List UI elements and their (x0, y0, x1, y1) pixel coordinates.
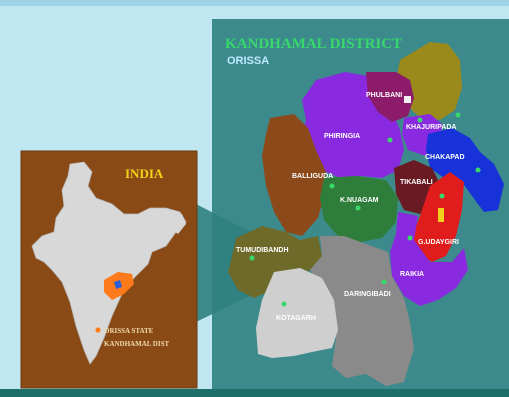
marker-chakapad (475, 167, 481, 173)
label-kotagarh: KOTAGARH (276, 315, 316, 322)
region-kotagarh (256, 268, 338, 358)
legend-kandhamal-label: KANDHAMAL DIST (104, 340, 169, 348)
marker-daringibadi (381, 279, 387, 285)
legend-orissa-swatch (95, 327, 101, 333)
gudaygiri-hq-marker (438, 208, 444, 222)
bottom-strip (0, 389, 509, 397)
india-inset: INDIA ORISSA STATE KANDHAMAL DIST (20, 150, 198, 389)
marker-gudaygiri (407, 235, 413, 241)
marker-tumudibandh (249, 255, 255, 261)
india-northeast (168, 214, 186, 234)
label-gudaygiri: G.UDAYGIRI (418, 239, 459, 246)
marker-balliguda (329, 183, 335, 189)
phulbani-hq-marker (404, 96, 411, 103)
label-chakapad: CHAKAPAD (425, 154, 465, 161)
region-chakapad (426, 128, 504, 212)
india-silhouette (31, 161, 187, 365)
region-raikia (390, 212, 468, 306)
label-raikia: RAIKIA (400, 271, 424, 278)
label-tikabali: TIKABALI (400, 179, 433, 186)
marker-knuagam (355, 205, 361, 211)
label-daringibadi: DARINGIBADI (344, 291, 391, 298)
label-phulbani: PHULBANI (366, 92, 402, 99)
marker-khajuripada (417, 117, 423, 123)
region-tumudibandh (228, 226, 322, 298)
marker-kotagarh (281, 301, 287, 307)
label-tumudibandh: TUMUDIBANDH (236, 247, 289, 254)
marker-phiringia (387, 137, 393, 143)
marker-khajuripada-n (455, 112, 461, 118)
label-balliguda: BALLIGUDA (292, 173, 333, 180)
legend-kandhamal-swatch (95, 340, 101, 346)
marker-tikabali (439, 193, 445, 199)
label-knuagam: K.NUAGAM (340, 197, 379, 204)
block-labels: PHULBANI KHAJURIPADA PHIRINGIA CHAKAPAD … (236, 92, 465, 322)
region-daringibadi (310, 236, 414, 386)
region-balliguda (262, 114, 326, 236)
district-map (228, 42, 504, 386)
inset-title: INDIA (125, 166, 164, 181)
label-phiringia: PHIRINGIA (324, 133, 360, 140)
legend-orissa-label: ORISSA STATE (104, 327, 154, 335)
map-title: KANDHAMAL DISTRICT (225, 36, 402, 52)
top-strip (0, 0, 509, 6)
map-subtitle: ORISSA (227, 55, 269, 67)
region-phulbani (366, 72, 414, 122)
kandhamal-inset (114, 280, 122, 289)
block-markers (249, 96, 481, 307)
label-khajuripada: KHAJURIPADA (406, 124, 456, 131)
